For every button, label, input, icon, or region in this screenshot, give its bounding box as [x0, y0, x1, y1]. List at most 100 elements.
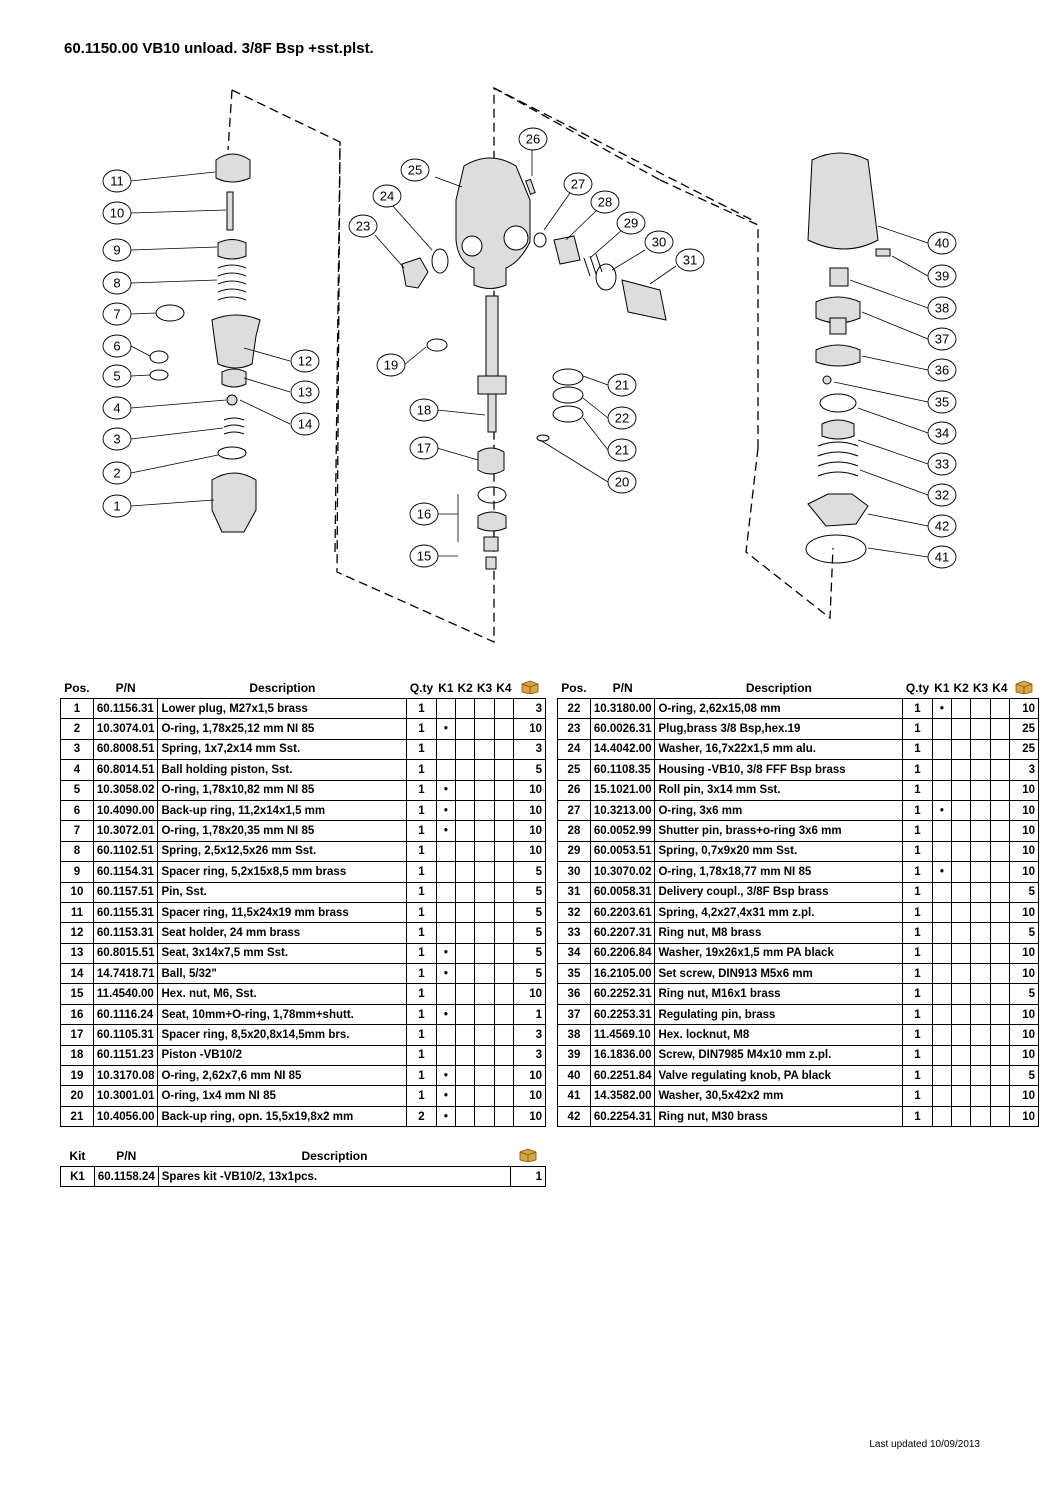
pos-cell: 28 — [557, 820, 591, 842]
callout-bubble — [290, 349, 320, 373]
k1-cell — [435, 738, 457, 761]
pos-cell: 16 — [60, 1003, 94, 1026]
qty-cell: 1 — [406, 718, 437, 740]
k3-cell — [970, 697, 991, 720]
description-cell: Ball holding piston, Sst. — [157, 759, 408, 781]
k1-cell — [435, 1044, 457, 1067]
k4-cell — [989, 1024, 1011, 1046]
box-qty-cell: 3 — [1009, 759, 1039, 781]
k4-cell — [493, 759, 515, 781]
k2-cell — [455, 922, 476, 944]
box-qty-cell: 5 — [1009, 881, 1039, 903]
callout-bubble — [590, 190, 620, 214]
callout-bubble — [348, 214, 378, 238]
kit-cell: K1 — [60, 1165, 95, 1188]
part-number-cell: 10.4056.00 — [92, 1105, 159, 1128]
callout-bubble — [607, 373, 637, 397]
k2-cell — [455, 799, 476, 822]
k3-cell — [474, 1085, 495, 1107]
description-cell: Spacer ring, 11,5x24x19 mm brass — [157, 901, 408, 924]
part-number-cell: 60.1151.23 — [92, 1044, 159, 1067]
qty-cell: 1 — [406, 1065, 437, 1087]
description-cell: Ball, 5/32" — [157, 963, 408, 985]
header-kit: Kit — [69, 1149, 86, 1163]
callout-label: 28 — [598, 195, 612, 210]
callout-bubble — [102, 364, 132, 388]
qty-cell: 1 — [902, 942, 933, 965]
callout-label: 1 — [113, 499, 120, 514]
pos-cell: 41 — [557, 1085, 591, 1107]
part-number-cell: 10.3213.00 — [589, 799, 656, 822]
description-cell: Seat, 10mm+O-ring, 1,78mm+shutt. — [157, 1003, 408, 1026]
pos-cell: 6 — [60, 799, 94, 822]
k4-cell — [989, 1003, 1011, 1026]
k1-cell — [931, 1065, 953, 1087]
k3-cell — [970, 861, 991, 883]
description-cell: Regulating pin, brass — [654, 1003, 904, 1026]
k2-cell — [455, 1105, 476, 1128]
pos-cell: 39 — [557, 1044, 591, 1067]
k1-cell — [931, 759, 953, 781]
k1-cell: • — [435, 963, 457, 985]
k3-cell — [970, 1044, 991, 1067]
callout-label: 2 — [113, 466, 120, 481]
pos-cell: 42 — [557, 1105, 591, 1128]
k3-cell — [970, 718, 991, 740]
box-qty-cell: 10 — [1009, 1003, 1039, 1026]
header-pos: Pos. — [561, 681, 587, 695]
k2-cell — [455, 779, 476, 801]
part-number-cell: 60.2203.61 — [589, 901, 656, 924]
k2-cell — [951, 840, 972, 863]
k2-cell — [951, 779, 972, 801]
callout-bubble — [616, 211, 646, 235]
k1-cell — [435, 983, 457, 1005]
description-cell: Set screw, DIN913 M5x6 mm — [654, 963, 904, 985]
callout-label: 7 — [113, 307, 120, 322]
k3-cell — [970, 820, 991, 842]
header-k1: K1 — [438, 681, 454, 695]
pos-cell: 17 — [60, 1024, 94, 1046]
qty-cell: 1 — [902, 1044, 933, 1067]
box-qty-cell: 10 — [513, 718, 546, 740]
box-qty-cell: 5 — [1009, 983, 1039, 1005]
k4-cell — [493, 1024, 515, 1046]
k2-cell — [951, 799, 972, 822]
callout-label: 15 — [417, 549, 431, 564]
callout-label: 23 — [356, 219, 370, 234]
k3-cell — [474, 922, 495, 944]
pos-cell: 12 — [60, 922, 94, 944]
box-qty-cell: 10 — [513, 779, 546, 801]
callout-label: 34 — [935, 426, 949, 441]
k3-cell — [474, 942, 495, 965]
callout-label: 18 — [417, 403, 431, 418]
callout-bubble — [102, 494, 132, 518]
box-qty-cell: 10 — [1009, 779, 1039, 801]
k2-cell — [455, 1024, 476, 1046]
part-number-cell: 16.2105.00 — [589, 963, 656, 985]
box-qty-cell: 10 — [513, 983, 546, 1005]
pos-cell: 4 — [60, 759, 94, 781]
callouts: 1234567891011121314151617181920212122232… — [102, 127, 957, 569]
pos-cell: 26 — [557, 779, 591, 801]
callout-label: 3 — [113, 432, 120, 447]
box-qty-cell: 3 — [513, 1044, 546, 1067]
box-qty-cell: 10 — [1009, 861, 1039, 883]
k4-cell — [493, 1085, 515, 1107]
k1-cell — [931, 718, 953, 740]
header-pn: P/N — [116, 1149, 137, 1163]
k3-cell — [474, 718, 495, 740]
pos-cell: 1 — [60, 697, 94, 720]
qty-cell: 2 — [406, 1105, 437, 1128]
header-k4: K4 — [992, 681, 1008, 695]
qty-cell: 1 — [902, 1003, 933, 1026]
k1-cell — [435, 922, 457, 944]
header-description: Description — [301, 1149, 368, 1163]
callout-label: 13 — [298, 385, 312, 400]
